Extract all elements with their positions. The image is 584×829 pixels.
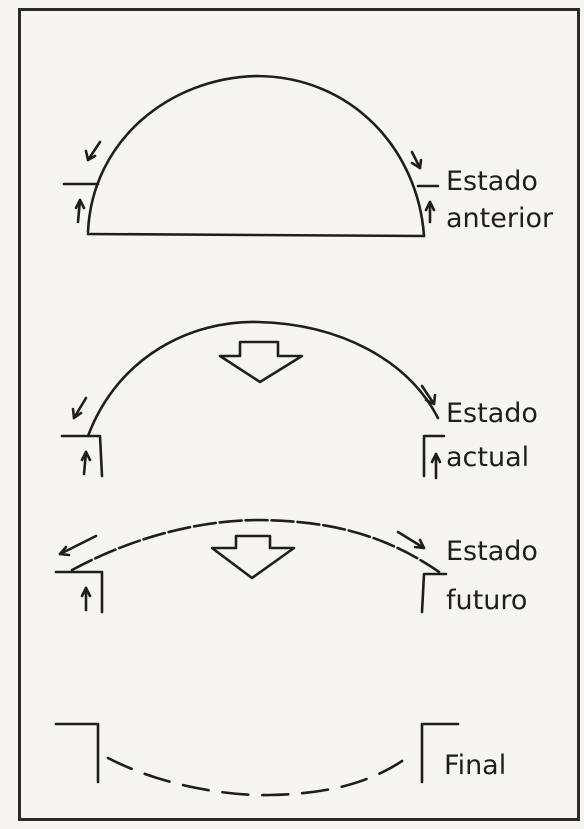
transition-arrow-1 xyxy=(218,340,304,384)
stage-futuro xyxy=(54,518,448,614)
abutment-left-futuro xyxy=(54,570,104,614)
arrow-down-left-anterior xyxy=(84,140,102,162)
stage-actual xyxy=(60,320,446,480)
arrow-down-right-actual xyxy=(420,384,437,406)
arch-futuro xyxy=(70,518,444,576)
label-estado-actual-2: actual xyxy=(446,442,530,473)
diagram-frame xyxy=(18,8,580,821)
arrow-up-right-actual xyxy=(430,452,442,480)
arrow-up-left-anterior xyxy=(74,198,86,224)
label-estado-anterior-1: Estado xyxy=(446,166,538,197)
label-final: Final xyxy=(444,750,507,781)
label-estado-futuro-1: Estado xyxy=(446,536,538,567)
collapsed-arch-final xyxy=(106,752,414,797)
arrow-up-left-futuro xyxy=(80,586,92,612)
abutment-right-actual xyxy=(422,434,446,478)
label-estado-actual-1: Estado xyxy=(446,398,538,429)
label-estado-anterior-2: anterior xyxy=(446,203,554,234)
arrow-down-right-anterior xyxy=(410,150,423,170)
arch-actual xyxy=(86,320,440,438)
stage-anterior xyxy=(62,74,440,238)
wall-right-final xyxy=(420,722,460,784)
abutment-right-futuro xyxy=(420,572,448,614)
wall-left-final xyxy=(54,722,100,784)
label-estado-futuro-2: futuro xyxy=(446,585,528,616)
base-line-anterior xyxy=(86,232,426,238)
abutment-left-actual xyxy=(60,434,104,478)
arrow-up-right-anterior xyxy=(424,200,436,224)
arrow-down-left-actual xyxy=(71,396,88,420)
transition-arrow-2 xyxy=(210,534,296,580)
arrow-down-right-futuro xyxy=(396,530,426,550)
dome-anterior xyxy=(86,74,426,238)
arrow-down-left-futuro xyxy=(58,534,98,557)
stage-final xyxy=(54,722,460,797)
arrow-up-left-actual xyxy=(80,450,92,476)
